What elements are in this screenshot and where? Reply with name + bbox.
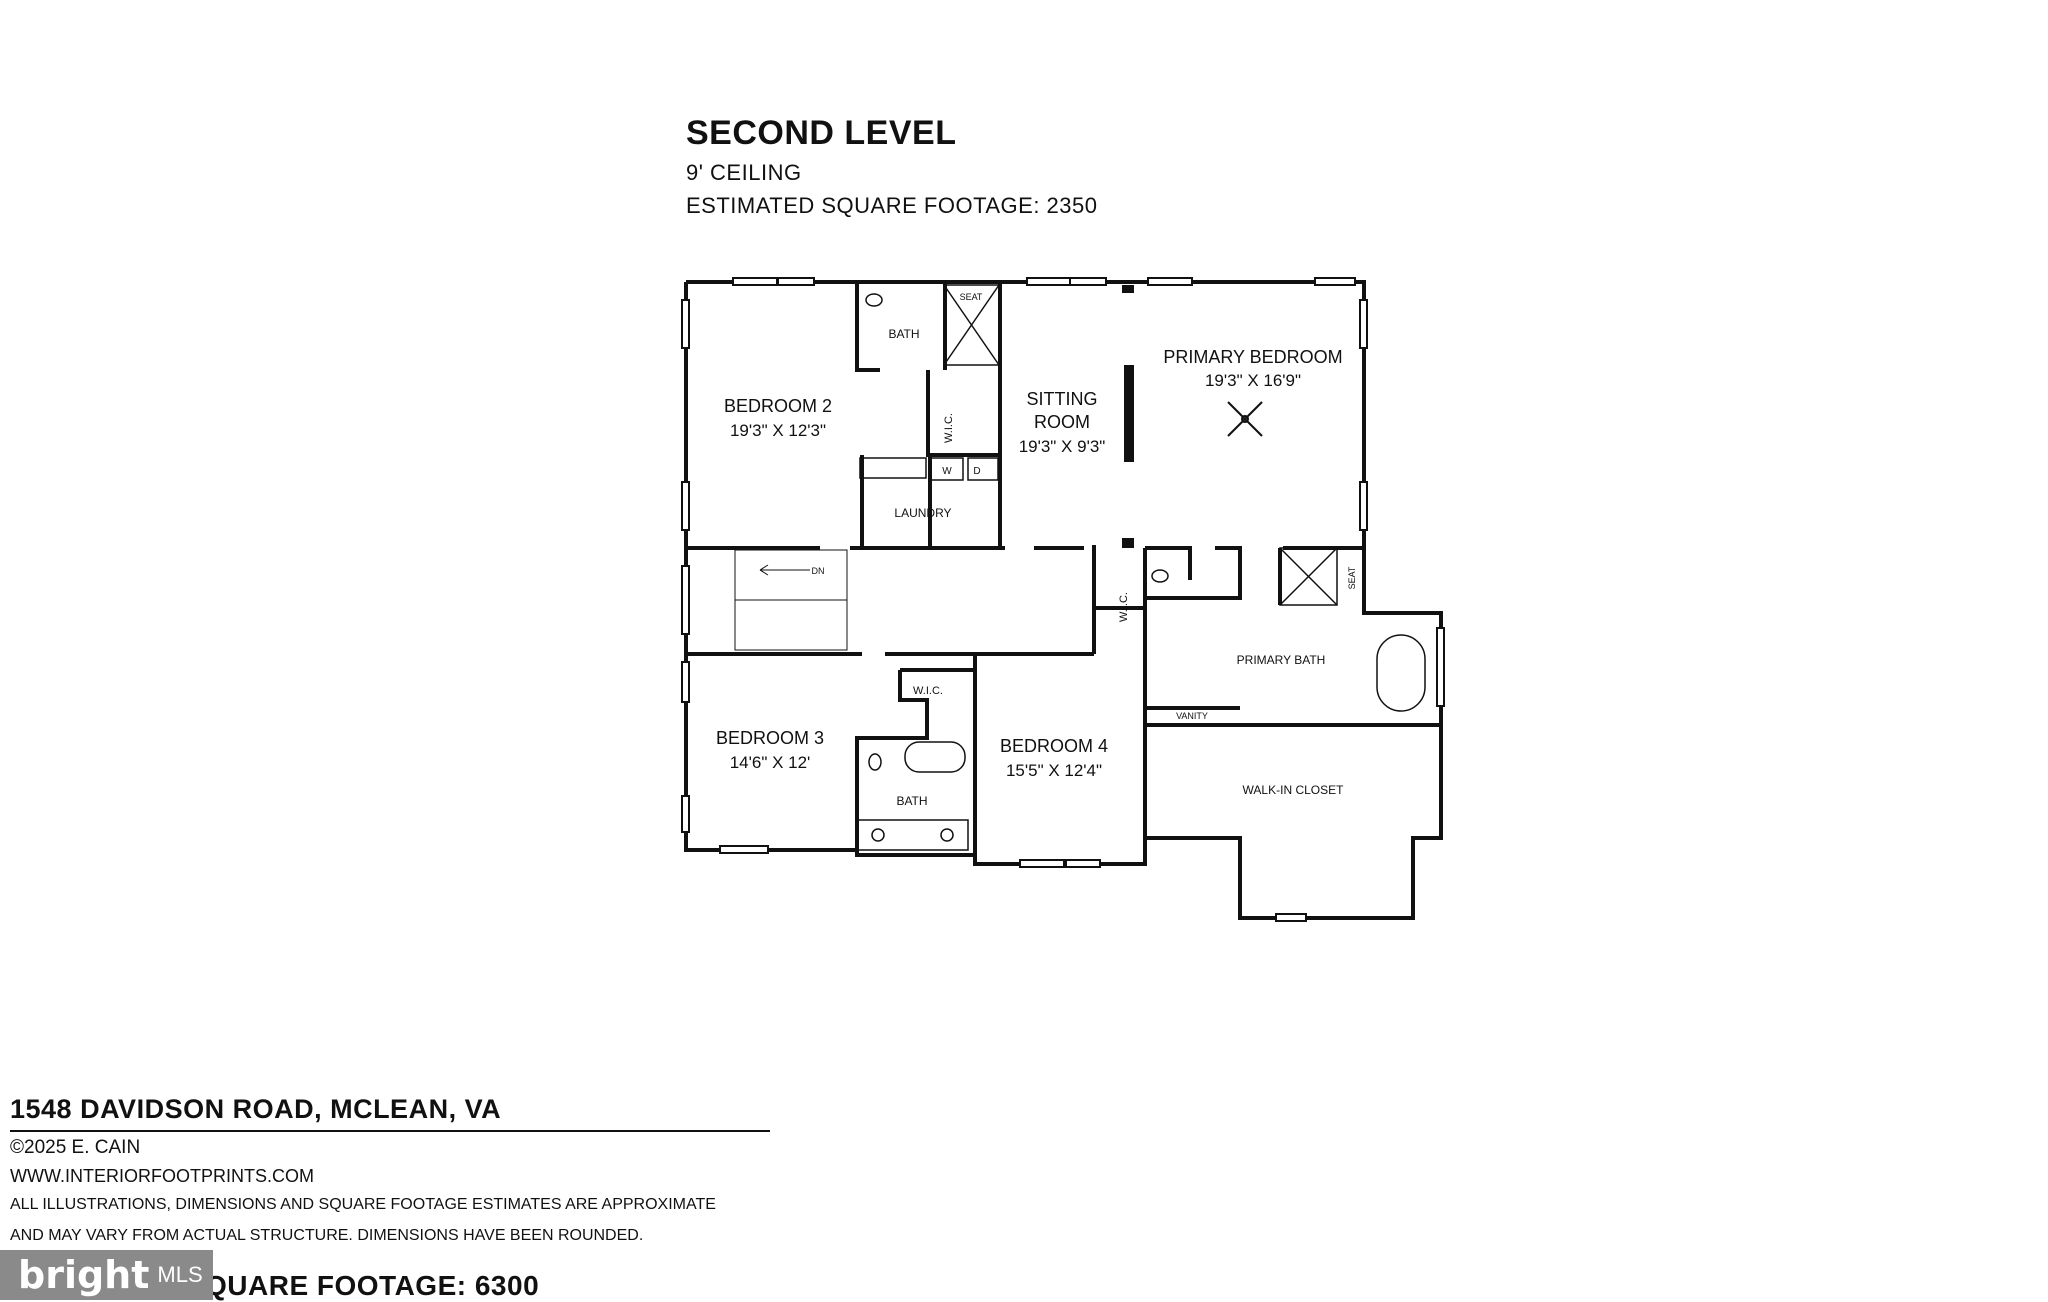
stairs-down-label: DN [812, 566, 825, 576]
primary-bath-label: PRIMARY BATH [1237, 653, 1326, 667]
plan-title: SECOND LEVEL [686, 114, 957, 152]
wic-left-label: W.I.C. [943, 413, 955, 443]
bright-logo-text: bright [18, 1253, 150, 1297]
bedroom-2-name: BEDROOM 2 [724, 396, 832, 416]
stairs [734, 549, 848, 651]
seat-top-label: SEAT [960, 292, 983, 302]
bedroom-3-dimensions: 14'6" X 12' [730, 753, 811, 772]
disclaimer-line-2: AND MAY VARY FROM ACTUAL STRUCTURE. DIME… [10, 1227, 644, 1244]
columns [1122, 285, 1134, 548]
wic-small-label: W.I.C. [913, 685, 943, 697]
fixtures [857, 284, 1426, 851]
level-square-footage: ESTIMATED SQUARE FOOTAGE: 2350 [686, 193, 1098, 218]
property-address: 1548 DAVIDSON ROAD, MCLEAN, VA [10, 1094, 502, 1124]
washer-label: W [942, 466, 952, 477]
sitting-room-name-1: SITTING [1027, 389, 1098, 409]
mls-logo-text: MLS [157, 1262, 203, 1287]
bedroom-2-dimensions: 19'3" X 12'3" [730, 421, 826, 440]
disclaimer-line-1: ALL ILLUSTRATIONS, DIMENSIONS AND SQUARE… [10, 1196, 716, 1213]
seat-primary-label: SEAT [1347, 566, 1357, 589]
bedroom-4-dimensions: 15'5" X 12'4" [1006, 761, 1102, 780]
total-square-footage: QUARE FOOTAGE: 6300 [205, 1270, 540, 1301]
ceiling-height: 9' CEILING [686, 160, 802, 185]
bedroom-3-name: BEDROOM 3 [716, 728, 824, 748]
laundry-label: LAUNDRY [894, 506, 951, 520]
footer-divider [10, 1130, 770, 1132]
primary-bedroom-dimensions: 19'3" X 16'9" [1205, 371, 1301, 390]
sitting-room-name-2: ROOM [1034, 412, 1090, 432]
windows [681, 277, 1445, 922]
dryer-label: D [973, 466, 980, 477]
walk-in-closet-label: WALK-IN CLOSET [1243, 783, 1345, 797]
bedroom-4-name: BEDROOM 4 [1000, 736, 1108, 756]
wic-mid-label: W.I.C. [1118, 592, 1130, 622]
copyright-line: ©2025 E. CAIN [10, 1137, 141, 1158]
bath-top-label: BATH [888, 327, 919, 341]
primary-bedroom-name: PRIMARY BEDROOM [1163, 347, 1342, 367]
bath-lower-label: BATH [896, 794, 927, 808]
sitting-room-dimensions: 19'3" X 9'3" [1019, 437, 1106, 456]
bright-mls-watermark: bright MLS [0, 1250, 213, 1300]
website-link[interactable]: WWW.INTERIORFOOTPRINTS.COM [10, 1166, 314, 1186]
vanity-label: VANITY [1176, 711, 1208, 721]
walls [684, 280, 1443, 920]
ceiling-fan-icon [1227, 401, 1263, 437]
